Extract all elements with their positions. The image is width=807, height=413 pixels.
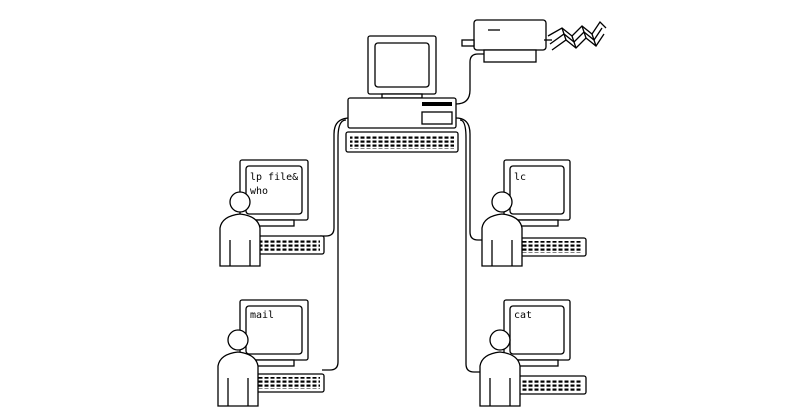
terminal-bottom-right: cat [479, 299, 587, 407]
terminal-bottom-right-line1: cat [514, 310, 532, 321]
terminal-bottom-left-line1: mail [250, 310, 274, 321]
cable-host-to-terminal-top-right [455, 117, 484, 241]
terminal-monitor-icon [239, 159, 325, 255]
network-cables [320, 53, 484, 373]
user-silhouette-icon [481, 191, 523, 267]
user-silhouette-icon [219, 191, 261, 267]
terminal-monitor-icon [503, 159, 587, 257]
terminal-bottom-left: mail [217, 299, 325, 407]
terminal-top-left: lp file& who [219, 159, 325, 267]
terminal-monitor-icon [503, 299, 587, 395]
user-silhouette-icon [479, 329, 521, 407]
cable-host-to-printer [455, 53, 484, 105]
cable-host-to-terminal-bottom-right [459, 119, 482, 373]
terminal-top-right: lc [481, 159, 587, 267]
host-computer-icon [345, 35, 459, 153]
user-silhouette-icon [217, 329, 259, 407]
printer [461, 19, 607, 63]
printer-icon [461, 19, 552, 63]
terminal-top-left-line1: lp file& [250, 172, 298, 183]
host-computer [345, 35, 459, 153]
terminal-top-left-line2: who [250, 186, 268, 197]
cable-host-to-terminal-top-left [320, 117, 351, 237]
printer-paper-output [547, 20, 607, 51]
terminal-top-right-line1: lc [514, 172, 526, 183]
cable-host-to-terminal-bottom-left [322, 119, 347, 371]
terminal-monitor-icon [239, 299, 325, 393]
